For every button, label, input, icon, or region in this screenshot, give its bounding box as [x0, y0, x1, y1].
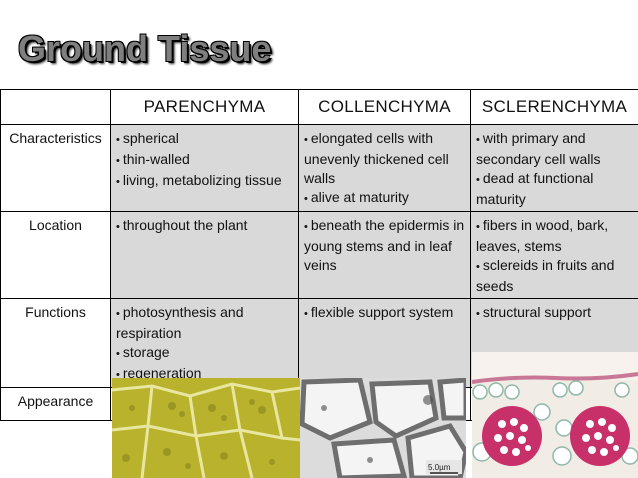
collenchyma-cell: •beneath the epidermis in young stems an… — [298, 211, 471, 299]
sclerenchyma-micrograph — [472, 352, 638, 478]
list-item-text: throughout the plant — [122, 217, 248, 233]
table-row: Characteristics•spherical•thin-walled•li… — [0, 124, 638, 212]
sclerenchyma-bundle-left — [482, 406, 542, 466]
list-item: •photosynthesis and respiration — [116, 303, 294, 343]
bullet-list: •beneath the epidermis in young stems an… — [304, 216, 466, 275]
list-item-text: flexible support system — [310, 304, 454, 320]
ground-tissue-table: PARENCHYMA COLLENCHYMA SCLERENCHYMA Char… — [0, 89, 638, 421]
bullet-list: •photosynthesis and respiration•storage•… — [116, 303, 294, 385]
bullet-icon: • — [116, 134, 120, 146]
bullet-icon: • — [304, 193, 308, 205]
list-item: •elongated cells with unevenly thickened… — [304, 129, 466, 188]
list-item: •beneath the epidermis in young stems an… — [304, 216, 466, 275]
list-item: •alive at maturity — [304, 188, 466, 209]
header-collenchyma: COLLENCHYMA — [298, 89, 471, 125]
header-parenchyma: PARENCHYMA — [110, 89, 299, 125]
list-item: •spherical — [116, 129, 294, 150]
row-label: Characteristics — [0, 124, 111, 212]
bullet-icon: • — [116, 155, 120, 167]
list-item: •flexible support system — [304, 303, 466, 324]
bullet-icon: • — [116, 176, 120, 188]
row-label: Functions — [0, 298, 111, 388]
sclerenchyma-cell: •fibers in wood, bark, leaves, stems•scl… — [470, 211, 638, 299]
list-item: •structural support — [476, 303, 634, 324]
table-row: Functions•photosynthesis and respiration… — [0, 298, 638, 388]
list-item-text: dead at functional maturity — [476, 170, 594, 207]
bullet-icon: • — [116, 221, 120, 233]
list-item: •storage — [116, 343, 294, 364]
bullet-icon: • — [116, 369, 120, 381]
list-item-text: sclereids in fruits and seeds — [476, 257, 615, 294]
row-label: Appearance — [0, 387, 111, 421]
list-item-text: spherical — [122, 130, 179, 146]
bullet-list: •structural support — [476, 303, 634, 324]
list-item-text: structural support — [482, 304, 592, 320]
parenchyma-cell: •throughout the plant — [110, 211, 299, 299]
scale-bar-label: 5.0µm — [428, 463, 451, 472]
list-item: •thin-walled — [116, 150, 294, 171]
header-empty — [0, 89, 111, 125]
bullet-icon: • — [476, 134, 480, 146]
header-sclerenchyma: SCLERENCHYMA — [470, 89, 638, 125]
sclerenchyma-cell: •with primary and secondary cell walls•d… — [470, 124, 638, 212]
list-item-text: beneath the epidermis in young stems and… — [304, 217, 465, 273]
list-item-text: thin-walled — [122, 151, 190, 167]
bullet-icon: • — [304, 134, 308, 146]
row-label: Location — [0, 211, 111, 299]
bullet-icon: • — [116, 308, 120, 320]
collenchyma-micrograph: 5.0µm — [300, 378, 466, 478]
parenchyma-cell: •spherical•thin-walled•living, metaboliz… — [110, 124, 299, 212]
list-item: •throughout the plant — [116, 216, 294, 237]
bullet-icon: • — [304, 308, 308, 320]
sclerenchyma-bundle-right — [570, 406, 630, 466]
bullet-list: •throughout the plant — [116, 216, 294, 237]
list-item: •living, metabolizing tissue — [116, 171, 294, 192]
list-item: •dead at functional maturity — [476, 169, 634, 209]
list-item-text: living, metabolizing tissue — [122, 172, 282, 188]
page-title: Ground Tissue — [18, 28, 272, 69]
bullet-list: •fibers in wood, bark, leaves, stems•scl… — [476, 216, 634, 296]
bullet-list: •spherical•thin-walled•living, metaboliz… — [116, 129, 294, 192]
list-item-text: regeneration — [122, 365, 202, 381]
bullet-icon: • — [476, 261, 480, 273]
parenchyma-cell: •photosynthesis and respiration•storage•… — [110, 298, 299, 388]
list-item: •sclereids in fruits and seeds — [476, 256, 634, 296]
bullet-icon: • — [304, 221, 308, 233]
list-item-text: alive at maturity — [310, 189, 409, 205]
header-row: PARENCHYMA COLLENCHYMA SCLERENCHYMA — [0, 89, 638, 125]
list-item: •regeneration — [116, 364, 294, 385]
list-item-text: photosynthesis and respiration — [116, 304, 244, 341]
bullet-icon: • — [476, 221, 480, 233]
list-item-text: with primary and secondary cell walls — [476, 130, 601, 167]
parenchyma-micrograph — [112, 378, 300, 478]
list-item-text: elongated cells with unevenly thickened … — [304, 130, 449, 186]
bullet-icon: • — [476, 308, 480, 320]
collenchyma-cell: •flexible support system — [298, 298, 471, 388]
bullet-list: •with primary and secondary cell walls•d… — [476, 129, 634, 209]
list-item: •with primary and secondary cell walls — [476, 129, 634, 169]
list-item-text: fibers in wood, bark, leaves, stems — [476, 217, 609, 254]
table-row: Location•throughout the plant•beneath th… — [0, 211, 638, 299]
bullet-list: •flexible support system — [304, 303, 466, 324]
bullet-icon: • — [476, 174, 480, 186]
bullet-list: •elongated cells with unevenly thickened… — [304, 129, 466, 209]
list-item: •fibers in wood, bark, leaves, stems — [476, 216, 634, 256]
bullet-icon: • — [116, 348, 120, 360]
list-item-text: storage — [122, 344, 170, 360]
collenchyma-cell: •elongated cells with unevenly thickened… — [298, 124, 471, 212]
